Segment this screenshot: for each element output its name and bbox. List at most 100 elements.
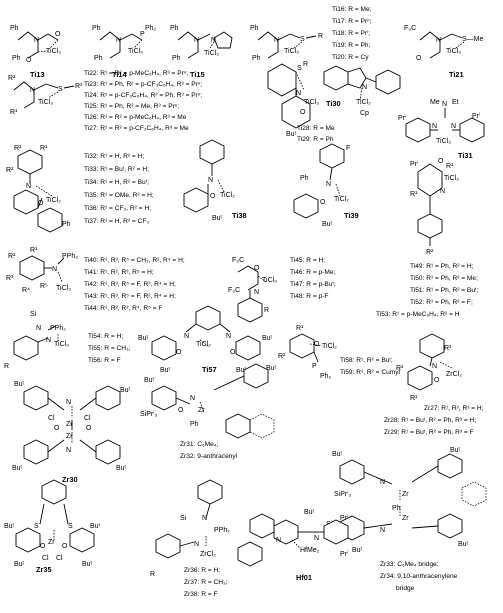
atom-n: N [194,541,199,548]
ann-ti43: Ti43: R¹, R³, R⁵ = F, R², R⁴ = H; [84,293,176,300]
ann-ti44: Ti44: R¹, R², R³, R⁴, R⁵ = F [84,305,162,312]
atom-o: O [320,199,326,206]
atom-o: O [86,425,92,432]
atom-but: Buᵗ [262,335,273,342]
atom-pph2: PPh₂ [62,253,78,260]
atom-n: N [254,289,259,296]
ann-ti42: Ti42: R¹, R³, R⁵ = F, R², R⁴ = H; [84,281,176,288]
atom-o: O [210,193,216,200]
atom-o: O [54,425,60,432]
atom-n: N [194,37,199,44]
atom-r1: R¹ [30,247,38,254]
atom-s: S [300,36,305,43]
ann-ti47: Ti47: R = p-Buᵗ; [290,281,336,288]
atom-f3c: F₃C [228,287,240,294]
atom-r1: R¹ [410,191,418,198]
atom-but: Buᵗ [236,367,247,374]
atom-pri: Prⁱ [340,550,348,558]
ann-ti53: Ti53: R¹ = p-MeC₆H₄, R² = H [376,311,460,318]
ann-zr28: Zr28: R¹ = Buᵗ, R² = Ph, R³ = H; [384,417,476,424]
atom-r1: R¹ [410,395,418,402]
ann-zr32: Zr32: 9-anthracenyl [180,453,238,460]
ann-ti48: Ti48: R = p-F [290,293,328,300]
label-ti13: Ti13 [30,70,45,79]
ann-ti56: Ti56: R = F [88,357,121,364]
structure-ti49-53: Prⁱ O R¹ TiCl₃ N R¹ R² Ti49: R¹ = Ph, R²… [376,158,478,318]
atom-ticl2: TiCl₂ [356,99,371,106]
atom-r2: R² [8,75,16,82]
atom-ph: Ph [170,25,179,32]
atom-n: N [46,337,51,344]
atom-n: N [432,123,437,130]
atom-but: Buᵗ [332,451,343,458]
atom-r2: R² [396,365,404,372]
ann-ti16: Ti16: R = Me; [332,6,372,13]
atom-but: Buᵗ [138,335,149,342]
atom-ticl3: TiCl₃ [284,48,299,55]
atom-but: Buᵗ [90,523,101,530]
atom-ph: Ph [10,25,19,32]
ann-ti51: Ti51: R¹ = Ph, R² = Buᵗ; [410,287,478,294]
atom-cl: Cl [84,415,91,422]
atom-pri: Prⁱ [398,114,406,122]
atom-ph: Ph [392,505,401,512]
atom-ticl3: TiCl₃ [38,99,53,106]
atom-ph2: Ph₂ [145,25,157,32]
atom-se: S [297,65,302,72]
atom-s: S [34,523,39,530]
atom-r1: R¹ [10,109,18,116]
atom-n: N [436,37,441,44]
atom-r2: R² [426,249,434,256]
structure-ti31: N N N Me Et TiCl₃ Prⁱ Prⁱ Ti31 [398,99,485,160]
atom-r1: R¹ [40,145,48,152]
ann-ti24: Ti24: R¹ = p-CF₃C₆H₄, R² = Ph, R³ = Prⁿ; [84,92,202,99]
atom-n: N [380,479,385,486]
atom-o: O [178,407,184,414]
label-ti21: Ti21 [449,70,464,79]
atom-n: N [432,363,437,370]
atom-o: O [38,200,44,207]
label-zr35: Zr35 [36,565,52,574]
atom-f: F [346,145,350,152]
atom-ticl3: TiCl₃ [436,138,451,145]
ann-zr31: Zr31: C₆Me₄; [180,441,218,448]
atom-r5: R⁵ [40,283,48,290]
atom-zrcl2: ZrCl₂ [200,551,216,558]
atom-ticl3: TiCl₃ [54,341,69,348]
atom-ph: Ph [172,55,181,62]
atom-ph: Ph [94,55,103,62]
atom-n: N [34,37,39,44]
ann-ti26: Ti26: R¹ = R² = p-MeC₆H₄, R³ = Me [84,114,187,121]
atom-but: Buᵗ [12,465,23,472]
atom-o: O [176,349,182,356]
atom-cl: Cl [56,555,63,562]
atom-sipri3: SiPrⁱ₃ [140,410,157,418]
atom-r: R [264,307,269,314]
structure-ti22-27: R² R¹ N S R³ TiCl₃ Ti22: R¹ = R² = p-MeC… [8,70,202,132]
atom-ph: Ph [252,55,261,62]
atom-n: N [66,399,71,406]
atom-n: N [116,37,121,44]
atom-zr: Zr [48,539,55,546]
label-ti38: Ti38 [232,211,247,220]
atom-but: Buᵗ [144,377,155,384]
structure-ti15: Ph Ph N N TiCl₃ Ti15 [170,25,233,79]
atom-o: O [416,55,422,62]
atom-n: N [211,37,216,44]
atom-pri: Prⁱ [340,514,348,522]
atom-but: Buᵗ [120,387,131,394]
atom-n: N [314,535,319,542]
atom-but: Buᵗ [322,221,333,228]
label-ti31: Ti31 [458,151,473,160]
atom-but: Buᵗ [14,381,25,388]
atom-ph2: Ph₂ [320,373,332,380]
atom-r: R [303,61,308,68]
ann-ti52: Ti52: R¹ = Ph, R² = F; [410,299,473,306]
structure-zr35: S S Zr O O Cl Cl Buᵗ Buᵗ Buᵗ Buᵗ Zr35 [4,479,101,574]
structure-ti58-59: R¹ R² O TiCl₂ P Ph₂ Ti58: R¹, R² = Buᵗ; … [278,325,401,380]
ann-ti23: Ti23: R¹ = Ph, R² = p-CF₃C₆H₄, R³ = Prⁿ; [84,81,202,88]
structure-ti40-44: R¹ R² R³ R⁴ R⁵ N PPh₂ TiCl₃ Ti40: R¹, R³… [6,247,185,312]
atom-ticl2: TiCl₂ [46,197,61,204]
ann-ti20: Ti20: R = Cy [332,54,369,61]
structure-ti28-29: S R N O TiCl₃ Buᵗ Ti28: R = Me Ti29: R =… [267,61,335,143]
